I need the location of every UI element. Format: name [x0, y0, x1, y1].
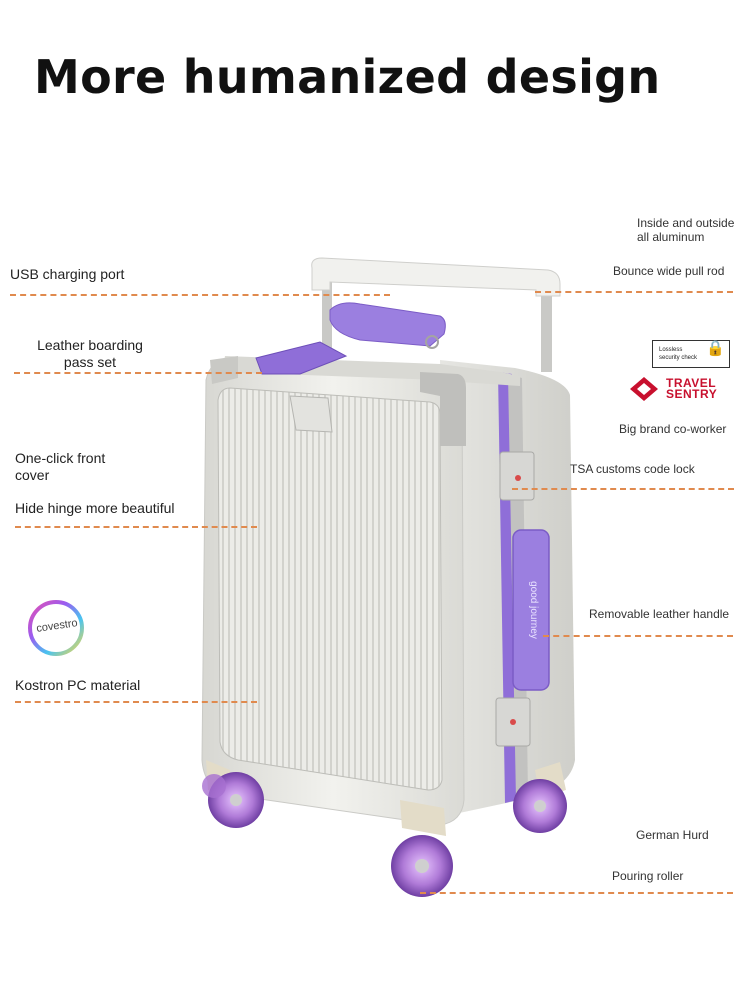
label-leather-handle: Removable leather handle — [589, 607, 730, 621]
handle-print-text: good journey — [528, 581, 539, 639]
leader-usb-charging-port — [10, 294, 390, 296]
wheels — [202, 772, 567, 897]
leader-leather-handle — [543, 635, 733, 637]
leader-leather-boarding — [14, 372, 262, 374]
covestro-logo: covestro — [26, 598, 86, 658]
leader-hide-hinge — [15, 526, 257, 528]
travel-sentry-badge: TRAVEL SENTRY — [626, 375, 730, 403]
leather-handle: good journey — [512, 529, 550, 691]
label-front-cover-line1: One-click front — [15, 450, 106, 466]
label-tsa-lock: TSA customs code lock — [570, 462, 695, 476]
leader-pouring-roller — [420, 892, 733, 894]
label-pull-rod: Bounce wide pull rod — [613, 264, 725, 278]
lossless-security-badge: Lossless security check 🔒 — [652, 340, 730, 368]
label-hide-hinge: Hide hinge more beautiful — [15, 500, 175, 516]
travel-sentry-line1: TRAVEL — [666, 376, 717, 390]
label-kostron-pc: Kostron PC material — [15, 677, 141, 693]
travel-sentry-diamond-icon — [630, 377, 658, 401]
leader-kostron-pc — [15, 701, 257, 703]
leader-tsa-lock — [512, 488, 734, 490]
pull-rod — [311, 257, 561, 372]
lossless-line1: Lossless — [659, 347, 683, 353]
boarding-pass-tag — [255, 302, 446, 375]
label-german-hurd: German Hurd — [636, 828, 709, 842]
label-aluminum-line1: Inside and outside — [637, 216, 735, 230]
label-aluminum-line2: all aluminum — [637, 230, 705, 244]
lossless-line2: security check — [659, 355, 698, 361]
label-front-cover-line2: cover — [15, 467, 50, 483]
lock-icon: 🔒 — [706, 340, 725, 357]
travel-sentry-line2: SENTRY — [666, 387, 718, 401]
label-leather-boarding-line2: pass set — [63, 354, 117, 370]
label-big-brand: Big brand co-worker — [619, 422, 727, 436]
label-pouring-roller: Pouring roller — [612, 869, 684, 883]
leader-pull-rod — [535, 291, 733, 293]
label-usb-charging-port: USB charging port — [10, 266, 125, 282]
label-leather-boarding-line1: Leather boarding — [37, 337, 143, 353]
page-title: More humanized design — [34, 50, 661, 104]
